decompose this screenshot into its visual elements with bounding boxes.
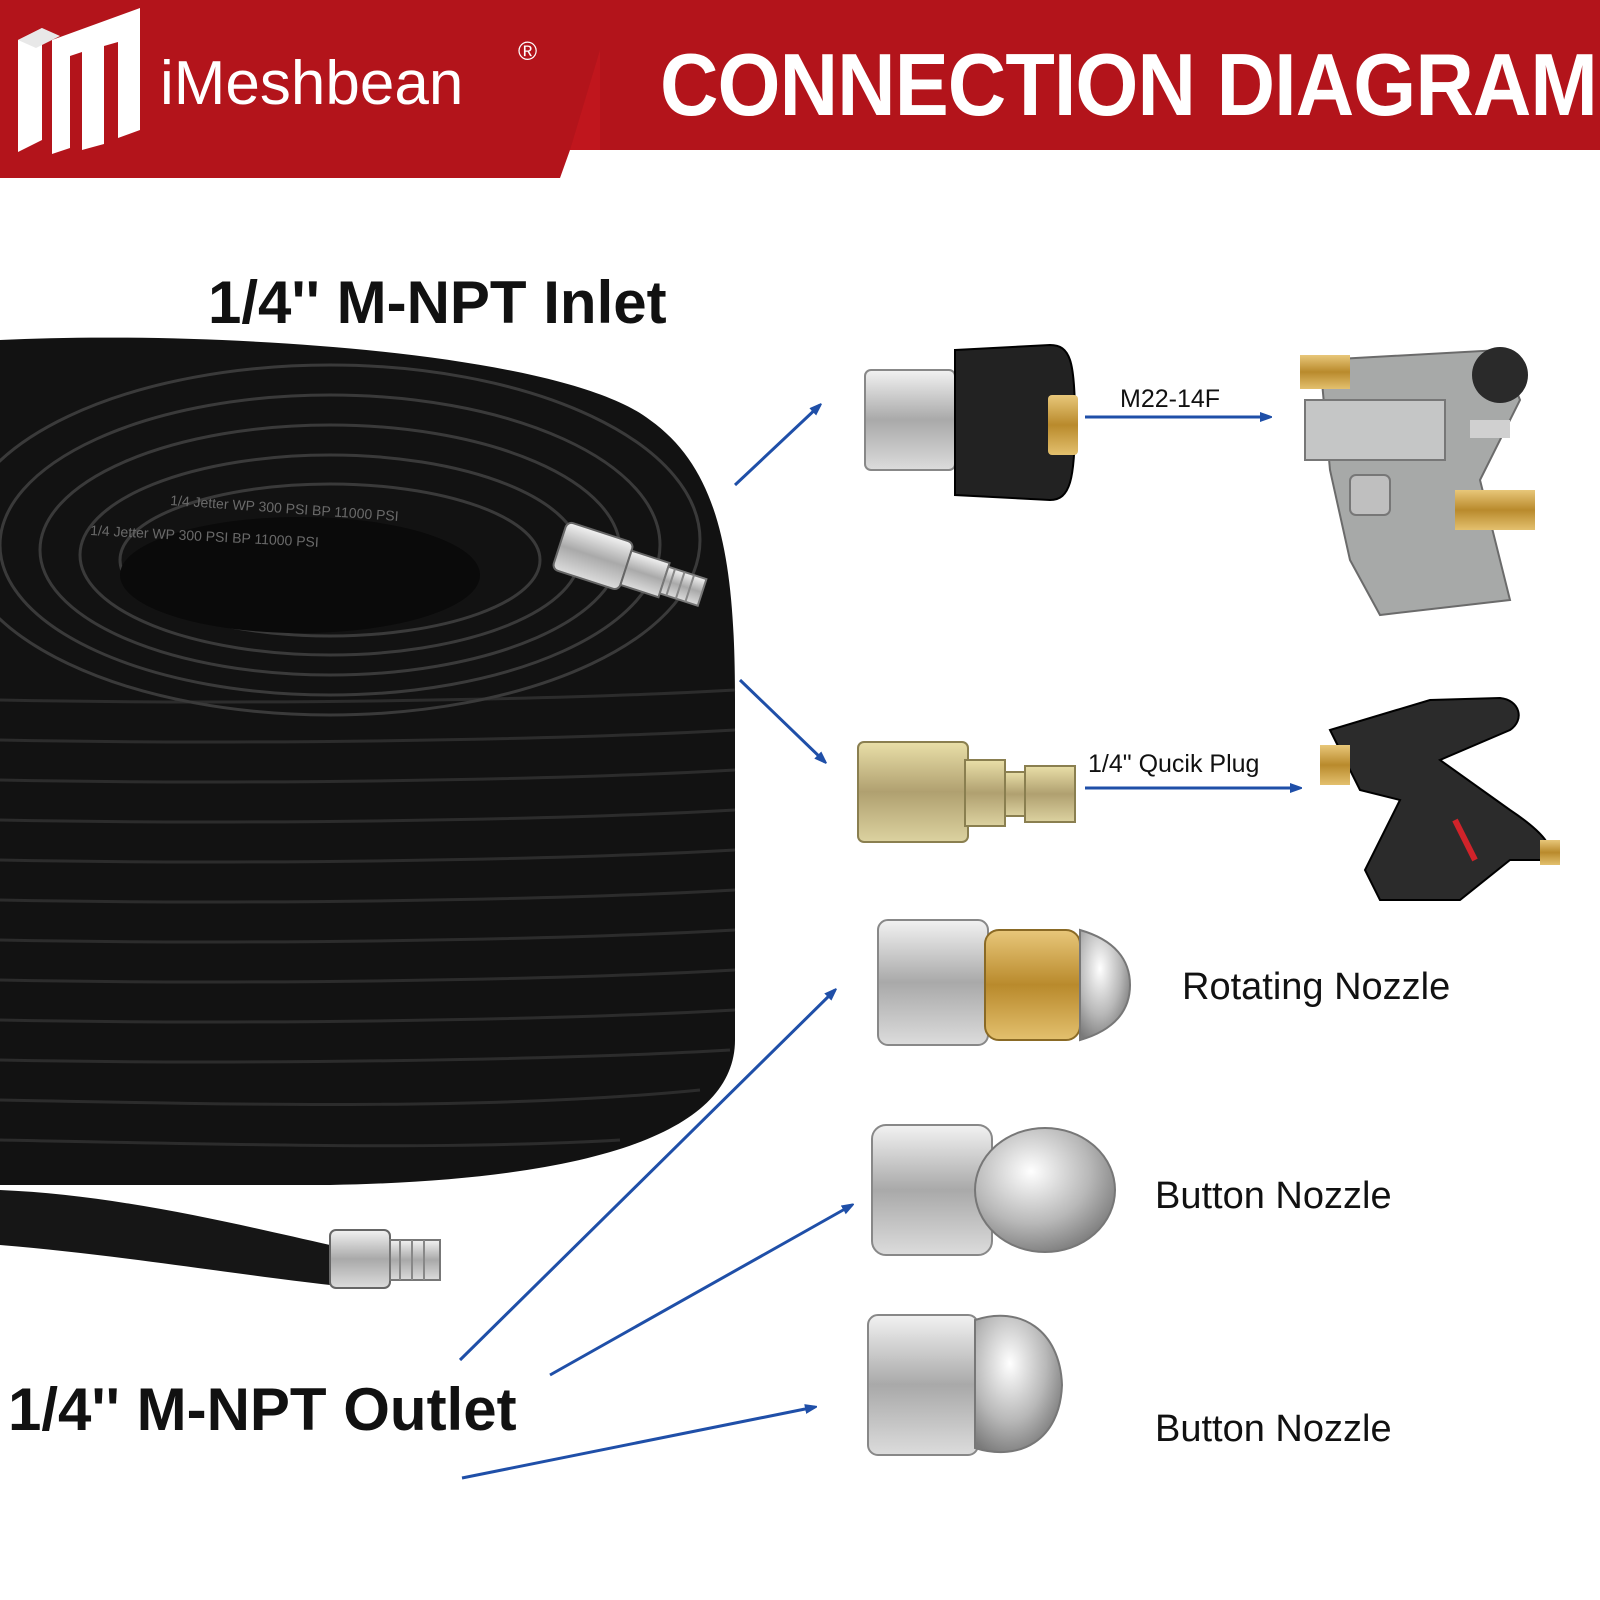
rotating-nozzle-label: Rotating Nozzle — [1182, 966, 1451, 1008]
outlet-label: 1/4'' M-NPT Outlet — [8, 1376, 517, 1443]
quick-plug-label: 1/4" Qucik Plug — [1088, 750, 1260, 778]
banner-title: CONNECTION DIAGRAM — [660, 35, 1598, 134]
button-nozzle-label-2: Button Nozzle — [1155, 1408, 1392, 1450]
brand-name: iMeshbean — [160, 49, 464, 118]
header-banner — [0, 0, 1600, 178]
brand-registered-mark: ® — [518, 36, 538, 66]
button-nozzle-label: Button Nozzle — [1155, 1175, 1392, 1217]
imeshbean-logo-icon — [18, 8, 140, 154]
m22-label: M22-14F — [1120, 385, 1221, 413]
inlet-label: 1/4'' M-NPT Inlet — [208, 269, 667, 336]
